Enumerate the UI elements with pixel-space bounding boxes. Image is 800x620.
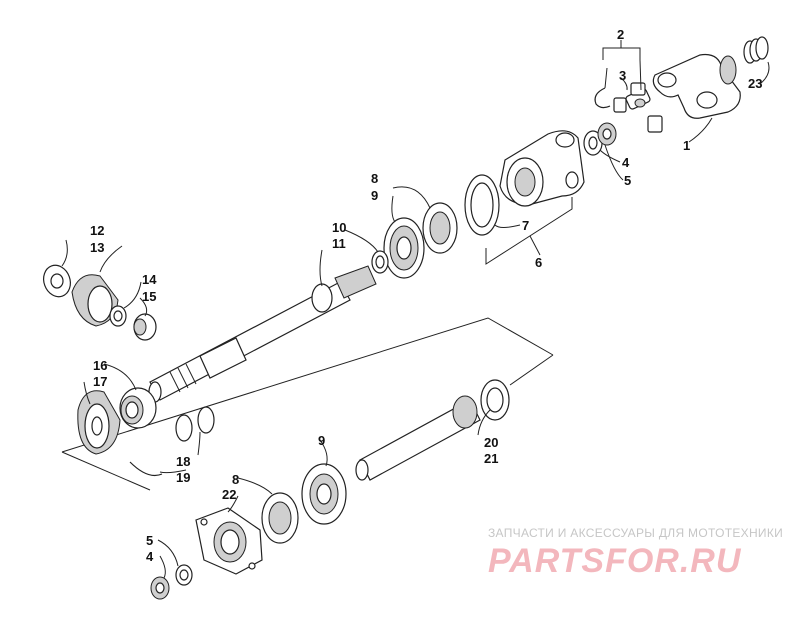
callout-18: 18 xyxy=(176,454,190,469)
callout-11: 11 xyxy=(332,236,346,251)
callout-6: 6 xyxy=(535,255,542,270)
callout-4-lower: 4 xyxy=(146,549,154,564)
seal-ring xyxy=(464,174,500,236)
washer-part-10-11 xyxy=(371,250,389,274)
bearing-part-16-17 xyxy=(119,387,157,429)
callout-5-upper: 5 xyxy=(624,173,631,188)
callout-9-lower: 9 xyxy=(318,433,325,448)
ring-gear-part-16-17 xyxy=(77,390,121,455)
washer-nut-parts-4-5-upper xyxy=(583,122,617,156)
callout-13: 13 xyxy=(90,240,104,255)
callout-4-upper: 4 xyxy=(622,155,630,170)
yoke-part-1 xyxy=(652,53,741,119)
callout-23: 23 xyxy=(748,76,762,91)
bearing-part-8-9-upper xyxy=(383,202,458,279)
yoke-flange-part-7 xyxy=(499,130,585,207)
callout-14: 14 xyxy=(142,272,157,287)
snap-ring-part-3 xyxy=(594,87,611,109)
seal-part-8-lower xyxy=(261,492,299,544)
callout-10: 10 xyxy=(332,220,346,235)
callout-2: 2 xyxy=(617,27,624,42)
spring-rings-part-23 xyxy=(743,36,769,64)
callout-labels: 1 2 3 4 5 6 7 8 9 10 11 12 13 14 15 16 1… xyxy=(90,27,762,564)
callout-7: 7 xyxy=(522,218,529,233)
callout-22: 22 xyxy=(222,487,236,502)
callout-16: 16 xyxy=(93,358,107,373)
callout-20: 20 xyxy=(484,435,498,450)
callout-15: 15 xyxy=(142,289,156,304)
washer-nut-parts-4-5-lower xyxy=(150,564,193,600)
bearing-part-8-9-lower xyxy=(301,463,347,525)
spider-cross-part-2 xyxy=(613,82,663,133)
callout-17: 17 xyxy=(93,374,107,389)
callout-12: 12 xyxy=(90,223,104,238)
main-shaft xyxy=(148,265,377,403)
watermark-tagline: ЗАПЧАСТИ И АКСЕССУАРЫ ДЛЯ МОТОТЕХНИКИ xyxy=(488,526,783,540)
clip-rings-part-18-19 xyxy=(129,406,215,477)
washer-part-12-13 xyxy=(43,264,71,298)
callout-19: 19 xyxy=(176,470,190,485)
callout-9-upper: 9 xyxy=(371,188,378,203)
output-shaft-part-20-21 xyxy=(355,379,510,481)
watermark-brand: PARTSFOR.RU xyxy=(488,542,742,580)
leader-lines xyxy=(61,59,770,579)
bevel-gear-part-14-15 xyxy=(71,274,127,327)
callout-21: 21 xyxy=(484,451,498,466)
flange-housing-part-22 xyxy=(195,507,263,575)
callout-8-lower: 8 xyxy=(232,472,239,487)
callout-5-lower: 5 xyxy=(146,533,153,548)
callout-8-upper: 8 xyxy=(371,171,378,186)
callout-3: 3 xyxy=(619,68,626,83)
nut-part-left xyxy=(133,313,157,341)
watermark: ЗАПЧАСТИ И АКСЕССУАРЫ ДЛЯ МОТОТЕХНИКИ PA… xyxy=(488,526,783,580)
callout-1: 1 xyxy=(683,138,690,153)
